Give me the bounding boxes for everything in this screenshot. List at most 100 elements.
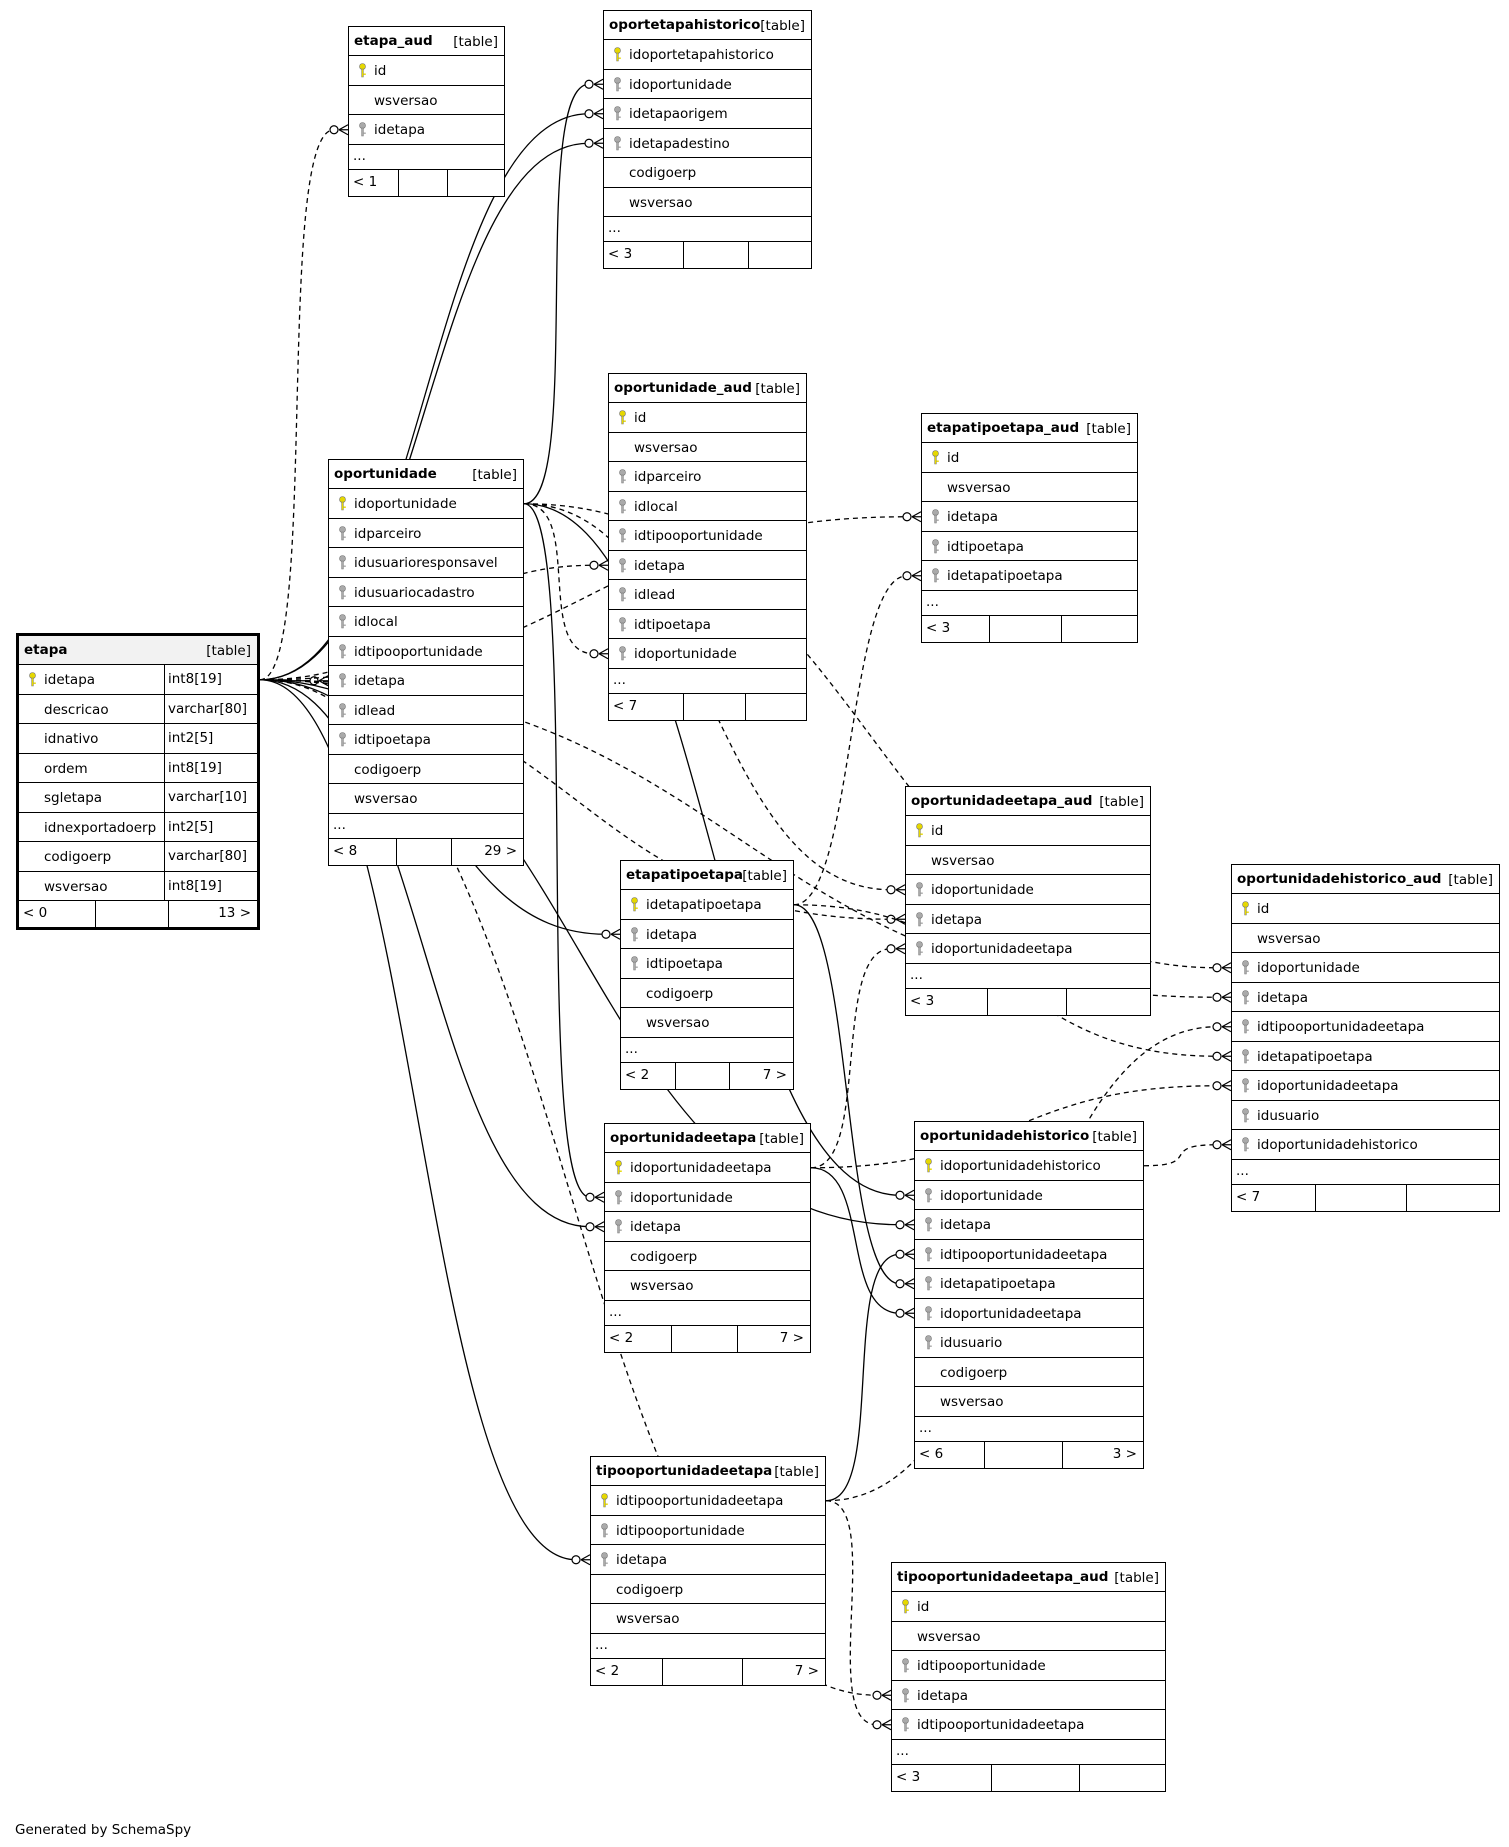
column-row-codigoerp[interactable]: codigoerp xyxy=(329,755,523,784)
table-header[interactable]: etapa[table] xyxy=(19,636,257,665)
column-row-idetapa[interactable]: idetapa xyxy=(621,920,793,949)
children-cell[interactable] xyxy=(748,242,811,268)
children-cell[interactable]: 29 > xyxy=(451,838,523,865)
table-header[interactable]: oportunidade[table] xyxy=(329,460,523,489)
column-row-idetapatipoetapa[interactable]: idetapatipoetapa xyxy=(621,890,793,920)
column-row-idtipooportunidadeetapa[interactable]: idtipooportunidadeetapa xyxy=(892,1710,1165,1740)
parents-cell[interactable]: < 2 xyxy=(609,1329,634,1346)
column-row-id[interactable]: id xyxy=(349,56,504,86)
column-row-idlocal[interactable]: idlocal xyxy=(609,492,806,521)
column-row-wsversao[interactable]: wsversao xyxy=(915,1387,1143,1417)
parents-cell[interactable]: < 2 xyxy=(625,1066,650,1083)
parents-cell[interactable]: < 3 xyxy=(608,246,633,262)
column-row-idetapa[interactable]: idetapa xyxy=(605,1212,810,1242)
column-row-idetapa[interactable]: idetapa xyxy=(609,551,806,580)
column-row-wsversao[interactable]: wsversao xyxy=(349,86,504,115)
column-row-codigoerp[interactable]: codigoerp xyxy=(591,1575,825,1604)
column-row-id[interactable]: id xyxy=(609,403,806,433)
column-row-idoportunidade[interactable]: idoportunidade xyxy=(1232,953,1499,983)
children-cell[interactable]: 7 > xyxy=(737,1325,810,1352)
column-row-idtipoetapa[interactable]: idtipoetapa xyxy=(609,610,806,639)
column-row-idoportunidadeetapa[interactable]: idoportunidadeetapa xyxy=(906,934,1150,964)
column-row-idtipooportunidadeetapa[interactable]: idtipooportunidadeetapa xyxy=(915,1240,1143,1269)
column-row-idtipooportunidade[interactable]: idtipooportunidade xyxy=(892,1651,1165,1681)
children-cell[interactable] xyxy=(1406,1184,1499,1211)
column-row-wsversao[interactable]: wsversao xyxy=(591,1604,825,1634)
column-row-idetapa[interactable]: idetapa xyxy=(1232,983,1499,1012)
children-cell[interactable]: 3 > xyxy=(1062,1441,1143,1468)
column-row-idoportunidade[interactable]: idoportunidade xyxy=(915,1181,1143,1210)
column-row-wsversao[interactable]: wsversao xyxy=(605,1271,810,1301)
column-row-idoportunidadehistorico[interactable]: idoportunidadehistorico xyxy=(915,1151,1143,1181)
column-row-wsversao[interactable]: wsversao xyxy=(609,433,806,462)
column-row-idoportunidadehistorico[interactable]: idoportunidadehistorico xyxy=(1232,1130,1499,1160)
column-row-idparceiro[interactable]: idparceiro xyxy=(609,462,806,492)
parents-cell[interactable]: < 1 xyxy=(353,173,378,190)
column-row-idlead[interactable]: idlead xyxy=(329,696,523,725)
table-header[interactable]: oportunidadeetapa[table] xyxy=(605,1124,810,1153)
table-header[interactable]: tipooportunidadeetapa_aud[table] xyxy=(892,1563,1165,1592)
parents-cell[interactable]: < 7 xyxy=(1236,1188,1261,1205)
parents-cell[interactable]: < 3 xyxy=(926,619,951,636)
column-row-wsversao[interactable]: wsversao xyxy=(604,188,811,217)
table-oportunidadeetapa[interactable]: oportunidadeetapa[table]idoportunidadeet… xyxy=(604,1123,811,1353)
column-row-id[interactable]: id xyxy=(906,816,1150,846)
table-header[interactable]: etapa_aud[table] xyxy=(349,27,504,56)
column-row-wsversao[interactable]: wsversao xyxy=(329,784,523,814)
table-header[interactable]: oportunidadehistorico_aud[table] xyxy=(1232,865,1499,894)
table-oportunidadehistorico[interactable]: oportunidadehistorico[table]idoportunida… xyxy=(914,1121,1144,1469)
column-row-id[interactable]: id xyxy=(1232,894,1499,924)
column-row-codigoerp[interactable]: codigoerp xyxy=(604,158,811,188)
column-row-idoportunidade[interactable]: idoportunidade xyxy=(329,489,523,519)
column-row-id[interactable]: id xyxy=(892,1592,1165,1622)
column-row-idetapa[interactable]: idetapa xyxy=(892,1681,1165,1710)
column-row-idetapa[interactable]: idetapa xyxy=(915,1210,1143,1240)
column-row-idetapatipoetapa[interactable]: idetapatipoetapa xyxy=(1232,1042,1499,1071)
children-cell[interactable]: 7 > xyxy=(729,1062,793,1089)
children-cell[interactable] xyxy=(447,169,504,196)
column-row-wsversao[interactable]: wsversao xyxy=(922,473,1137,502)
table-oportetapahistorico[interactable]: oportetapahistorico[table]idoportetapahi… xyxy=(603,10,812,269)
column-row-idoportunidade[interactable]: idoportunidade xyxy=(906,875,1150,905)
column-row-idoportunidadeetapa[interactable]: idoportunidadeetapa xyxy=(915,1299,1143,1328)
column-row-idetapa[interactable]: idetapa xyxy=(329,666,523,696)
column-row-wsversao[interactable]: wsversao xyxy=(906,846,1150,875)
column-row-idtipooportunidade[interactable]: idtipooportunidade xyxy=(329,637,523,666)
column-row-idoportunidadeetapa[interactable]: idoportunidadeetapa xyxy=(605,1153,810,1183)
column-row-idoportunidade[interactable]: idoportunidade xyxy=(605,1183,810,1212)
column-row-id[interactable]: id xyxy=(922,443,1137,473)
column-row-idoportetapahistorico[interactable]: idoportetapahistorico xyxy=(604,40,811,70)
column-row-idusuario[interactable]: idusuario xyxy=(915,1328,1143,1358)
children-cell[interactable]: 7 > xyxy=(742,1658,825,1685)
table-header[interactable]: oportunidadeetapa_aud[table] xyxy=(906,787,1150,816)
table-header[interactable]: etapatipoetapa_aud[table] xyxy=(922,414,1137,443)
children-cell[interactable] xyxy=(1066,988,1150,1015)
table-header[interactable]: tipooportunidadeetapa[table] xyxy=(591,1457,825,1486)
column-row-idlead[interactable]: idlead xyxy=(609,580,806,610)
column-row-idetapatipoetapa[interactable]: idetapatipoetapa xyxy=(915,1269,1143,1299)
column-row-idtipooportunidadeetapa[interactable]: idtipooportunidadeetapa xyxy=(1232,1012,1499,1042)
parents-cell[interactable]: < 7 xyxy=(613,697,638,714)
column-row-idetapatipoetapa[interactable]: idetapatipoetapa xyxy=(922,561,1137,591)
children-cell[interactable] xyxy=(745,693,806,720)
column-row-idtipooportunidadeetapa[interactable]: idtipooportunidadeetapa xyxy=(591,1486,825,1516)
column-row-codigoerp[interactable]: codigoerp xyxy=(605,1242,810,1271)
parents-cell[interactable]: < 6 xyxy=(919,1445,944,1462)
parents-cell[interactable]: < 8 xyxy=(333,842,358,859)
column-row-codigoerp[interactable]: codigoerp xyxy=(621,979,793,1008)
column-row-idoportunidade[interactable]: idoportunidade xyxy=(604,70,811,99)
column-row-idusuariocadastro[interactable]: idusuariocadastro xyxy=(329,578,523,607)
table-tipooportunidadeetapa[interactable]: tipooportunidadeetapa[table]idtipooportu… xyxy=(590,1456,826,1686)
column-row-wsversao[interactable]: wsversao xyxy=(1232,924,1499,953)
column-row-codigoerp[interactable]: codigoerp xyxy=(915,1358,1143,1387)
